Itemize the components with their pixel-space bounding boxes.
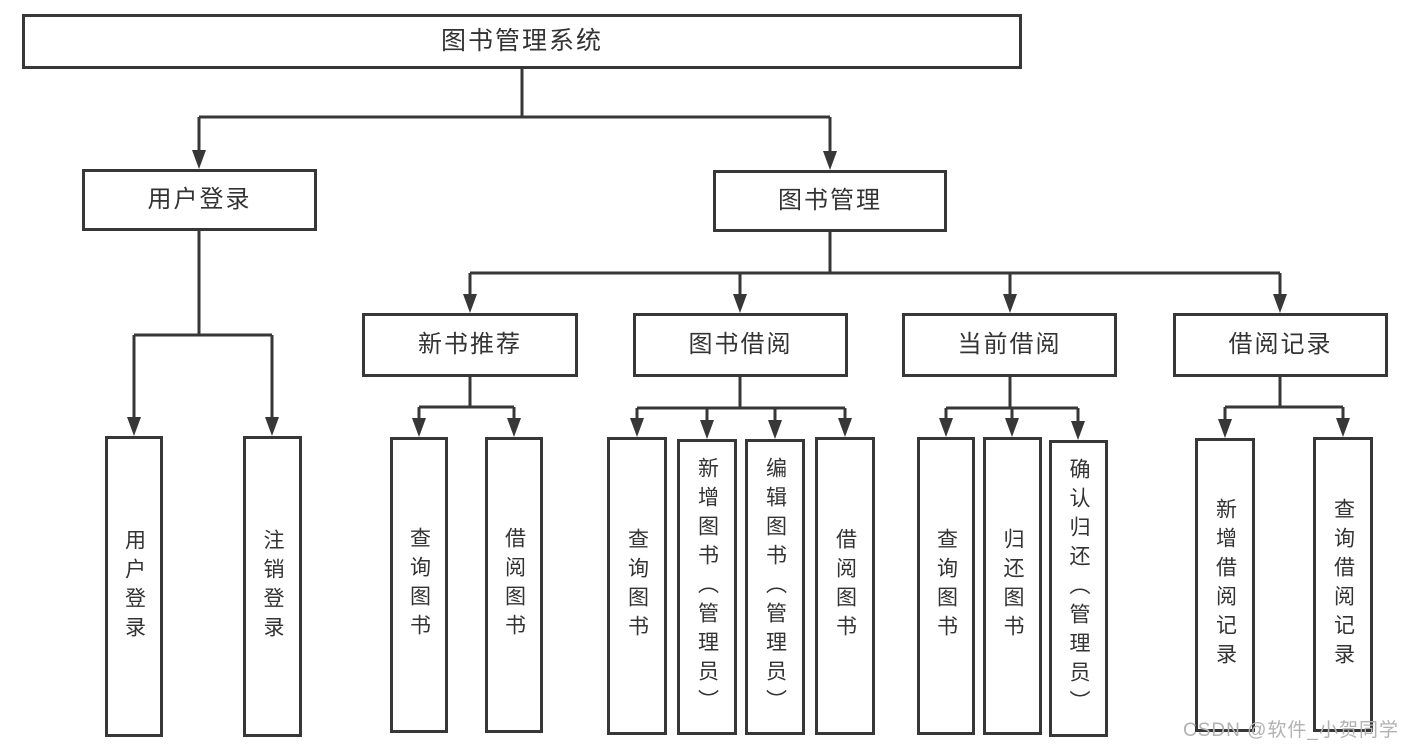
node-label: 图书管理系统 <box>440 27 603 55</box>
node-label: 确认归还（管理员） <box>1067 458 1090 719</box>
node-label: 借阅图书 <box>502 527 526 643</box>
node-label: 归还图书 <box>1001 528 1024 644</box>
node-label: 新增图书（管理员） <box>695 456 719 718</box>
leaf-records-query-record: 查询借阅记录 <box>1313 437 1373 732</box>
node-label: 查询图书 <box>625 528 649 644</box>
leaf-borrow-edit-books-admin: 编辑图书（管理员） <box>745 439 805 735</box>
leaf-recommend-borrow-books: 借阅图书 <box>485 437 543 733</box>
node-label: 当前借阅 <box>957 331 1062 358</box>
node-label: 用户登录 <box>122 528 146 645</box>
node-label: 借阅图书 <box>833 528 857 644</box>
node-label: 用户登录 <box>147 186 252 213</box>
node-new-book-recommend: 新书推荐 <box>362 313 578 377</box>
node-current-borrow: 当前借阅 <box>902 313 1117 377</box>
node-user-login: 用户登录 <box>82 169 317 231</box>
leaf-user-login: 用户登录 <box>105 436 163 737</box>
node-label: 查询借阅记录 <box>1331 497 1355 672</box>
leaf-current-return-books: 归还图书 <box>983 437 1042 735</box>
node-label: 新增借阅记录 <box>1213 498 1237 672</box>
node-label: 编辑图书（管理员） <box>763 456 787 718</box>
node-label: 注销登录 <box>261 528 284 645</box>
node-label: 查询图书 <box>934 528 958 644</box>
node-root-library-management-system: 图书管理系统 <box>22 14 1022 69</box>
node-label: 图书借阅 <box>688 331 793 358</box>
leaf-recommend-query-books: 查询图书 <box>390 437 448 733</box>
leaf-logout: 注销登录 <box>243 436 302 737</box>
node-label: 查询图书 <box>407 527 431 643</box>
node-book-management: 图书管理 <box>713 170 947 232</box>
node-borrow-records: 借阅记录 <box>1173 313 1388 377</box>
node-book-borrow: 图书借阅 <box>633 313 848 377</box>
leaf-records-add-record: 新增借阅记录 <box>1195 438 1255 732</box>
node-label: 借阅记录 <box>1228 331 1333 358</box>
leaf-borrow-query-books: 查询图书 <box>607 437 667 735</box>
leaf-borrow-borrow-books: 借阅图书 <box>815 437 875 735</box>
node-label: 新书推荐 <box>418 331 522 358</box>
leaf-current-query-books: 查询图书 <box>917 437 975 735</box>
csdn-watermark: CSDN @软件_小贺同学 <box>1183 720 1399 741</box>
leaf-borrow-add-books-admin: 新增图书（管理员） <box>677 439 737 735</box>
leaf-current-confirm-return-admin: 确认归还（管理员） <box>1049 440 1108 737</box>
node-label: 图书管理 <box>778 187 882 214</box>
